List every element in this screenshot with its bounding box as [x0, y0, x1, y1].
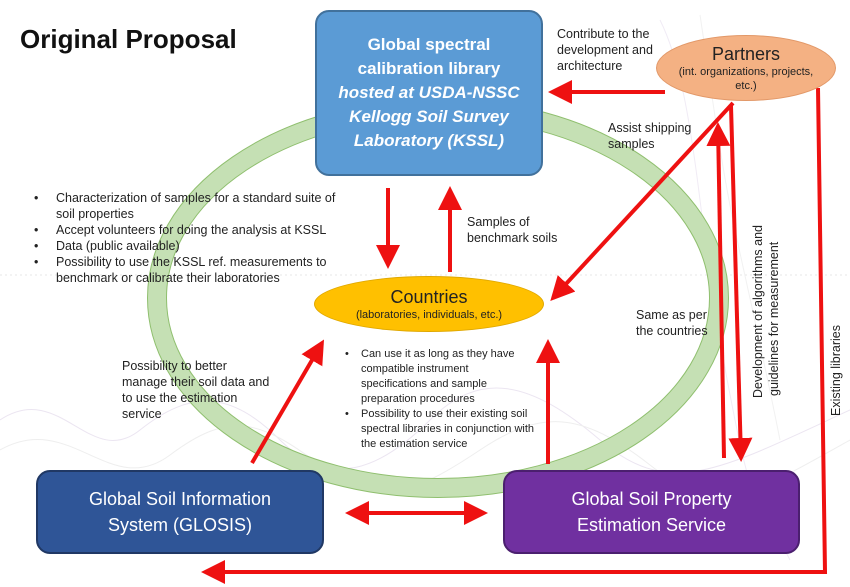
page-title: Original Proposal — [20, 24, 237, 54]
arrow-gspes-to-partners — [706, 122, 731, 459]
country-bullet-list: Can use it as long as they have compatib… — [343, 347, 535, 452]
label-contribute-2: development and — [557, 43, 653, 57]
glosis-box: Global Soil Information System (GLOSIS) — [36, 470, 324, 554]
kssl-line-4: Kellogg Soil Survey — [349, 107, 509, 126]
kssl-bullet-list: Characterization of samples for a standa… — [30, 190, 352, 286]
label-same-as-countries: Same as per the countries — [636, 307, 708, 339]
kssl-line-2: calibration library — [357, 59, 501, 78]
label-assist-shipping: Assist shipping samples — [608, 120, 691, 152]
country-bullet: Can use it as long as they have compatib… — [343, 347, 535, 407]
label-assist-1: Assist shipping — [608, 121, 692, 135]
countries-node: Countries (laboratories, individuals, et… — [314, 276, 544, 332]
label-manage-4: service — [122, 407, 162, 421]
country-bullet: Possibility to use their existing soil s… — [343, 407, 535, 452]
label-contribute-1: Contribute to the — [557, 27, 650, 41]
partners-label: Partners — [711, 44, 781, 64]
arrow-partners-existing-libraries — [201, 87, 828, 584]
kssl-line-1: Global spectral — [367, 35, 491, 54]
label-manage-1: Possibility to better — [122, 359, 227, 373]
kssl-bullet: Characterization of samples for a standa… — [30, 190, 352, 222]
glosis-line-2: System (GLOSIS) — [107, 515, 253, 535]
label-contribute-3: architecture — [557, 59, 623, 73]
gspes-line-1: Global Soil Property — [571, 489, 732, 509]
label-better-manage: Possibility to better manage their soil … — [122, 358, 269, 422]
label-samples-benchmark: Samples of benchmark soils — [467, 214, 557, 246]
gspes-line-2: Estimation Service — [576, 515, 727, 535]
kssl-bullet: Accept volunteers for doing the analysis… — [30, 222, 352, 238]
label-assist-2: samples — [608, 137, 655, 151]
countries-sub: (laboratories, individuals, etc.) — [355, 309, 503, 321]
glosis-line-1: Global Soil Information — [88, 489, 272, 509]
label-dev-algorithms-2: guidelines for measurement — [767, 241, 781, 396]
kssl-bullet: Data (public available) — [30, 238, 352, 254]
arrow-partners-to-gspes — [728, 105, 753, 462]
label-contribute: Contribute to the development and archit… — [557, 26, 653, 74]
label-manage-2: manage their soil data and — [122, 375, 270, 389]
label-manage-3: to use the estimation — [122, 391, 238, 405]
label-dev-algorithms-1: Development of algorithms and — [751, 224, 765, 398]
label-same-as-1: Same as per — [636, 308, 707, 322]
kssl-line-3: hosted at USDA-NSSC — [338, 83, 520, 102]
label-samples-2: benchmark soils — [467, 231, 558, 245]
kssl-bullet: Possibility to use the KSSL ref. measure… — [30, 254, 352, 286]
arrow-partners-to-countries — [550, 101, 735, 301]
partners-sub-1: (int. organizations, projects, — [678, 66, 814, 78]
kssl-calibration-library-box: Global spectral calibration library host… — [315, 10, 543, 176]
label-existing-libraries: Existing libraries — [829, 324, 843, 416]
arrow-glosis-to-countries — [250, 339, 325, 465]
estimation-service-box: Global Soil Property Estimation Service — [503, 470, 800, 554]
partners-node: Partners (int. organizations, projects, … — [656, 35, 836, 101]
partners-sub-2: etc.) — [735, 80, 757, 92]
countries-label: Countries — [390, 287, 468, 307]
kssl-line-5: Laboratory (KSSL) — [353, 131, 505, 150]
label-same-as-2: the countries — [636, 324, 708, 338]
label-samples-1: Samples of — [467, 215, 530, 229]
